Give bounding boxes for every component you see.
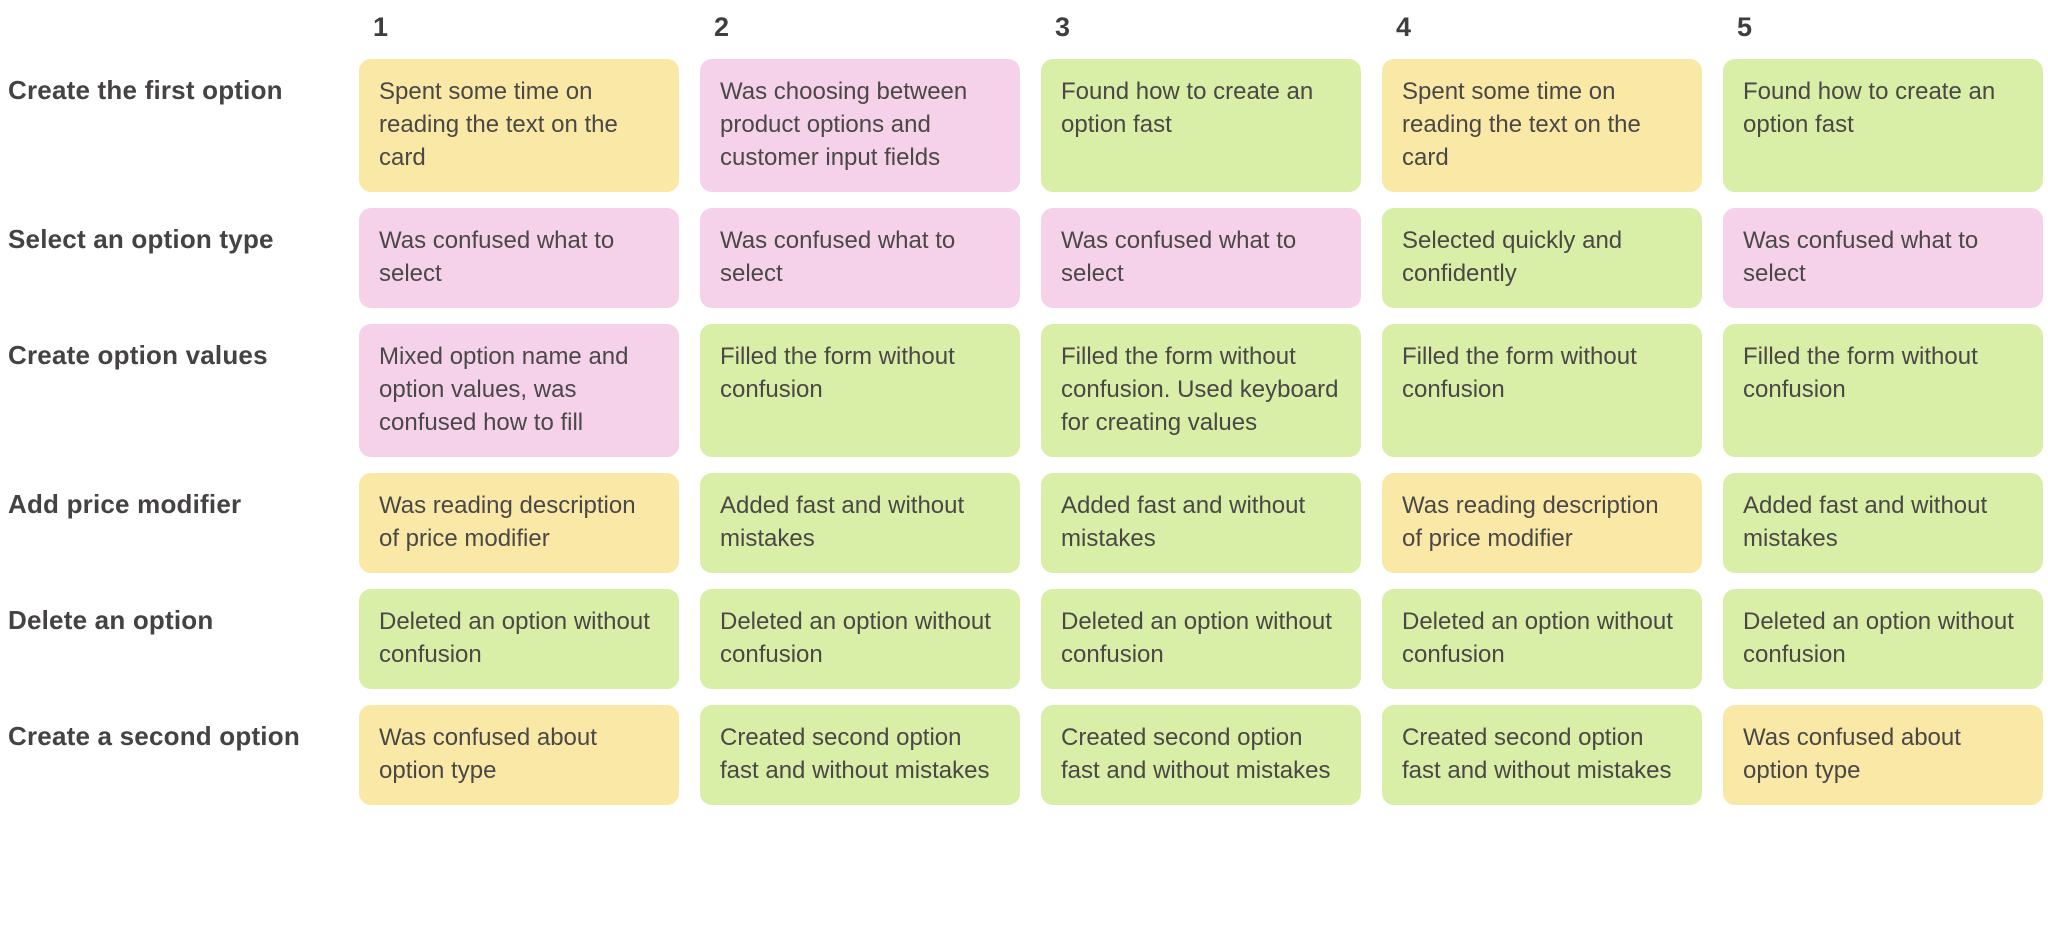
participant-column-header: 2 — [714, 12, 730, 42]
observation-card[interactable]: Deleted an option without confusion — [1382, 589, 1702, 689]
observation-card[interactable]: Was confused about option type — [359, 705, 679, 805]
task-label: Create option values — [8, 340, 268, 370]
task-label: Select an option type — [8, 224, 274, 254]
observation-card[interactable]: Filled the form without confusion — [700, 324, 1020, 457]
observation-card[interactable]: Deleted an option without confusion — [1041, 589, 1361, 689]
observation-card[interactable]: Created second option fast and without m… — [1382, 705, 1702, 805]
observation-card[interactable]: Filled the form without confusion. Used … — [1041, 324, 1361, 457]
observation-card[interactable]: Added fast and without mistakes — [700, 473, 1020, 573]
observation-card[interactable]: Mixed option name and option values, was… — [359, 324, 679, 457]
observation-card[interactable]: Spent some time on reading the text on t… — [1382, 59, 1702, 192]
observation-card[interactable]: Was confused about option type — [1723, 705, 2043, 805]
observation-card[interactable]: Deleted an option without confusion — [1723, 589, 2043, 689]
participant-column-header: 5 — [1737, 12, 1753, 42]
observation-card[interactable]: Was reading description of price modifie… — [359, 473, 679, 573]
observation-card[interactable]: Added fast and without mistakes — [1041, 473, 1361, 573]
observation-card[interactable]: Was choosing between product options and… — [700, 59, 1020, 192]
observation-card[interactable]: Found how to create an option fast — [1723, 59, 2043, 192]
observation-card[interactable]: Deleted an option without confusion — [359, 589, 679, 689]
observation-card[interactable]: Deleted an option without confusion — [700, 589, 1020, 689]
observation-card[interactable]: Was confused what to select — [359, 208, 679, 308]
observation-card[interactable]: Created second option fast and without m… — [700, 705, 1020, 805]
task-label: Create the first option — [8, 75, 283, 105]
participant-column-header: 3 — [1055, 12, 1071, 42]
observation-card[interactable]: Was confused what to select — [1041, 208, 1361, 308]
observation-card[interactable]: Spent some time on reading the text on t… — [359, 59, 679, 192]
observation-card[interactable]: Filled the form without confusion — [1382, 324, 1702, 457]
observation-card[interactable]: Filled the form without confusion — [1723, 324, 2043, 457]
observation-card[interactable]: Added fast and without mistakes — [1723, 473, 2043, 573]
observation-card[interactable]: Created second option fast and without m… — [1041, 705, 1361, 805]
task-label: Delete an option — [8, 605, 214, 635]
corner-spacer — [8, 8, 338, 42]
observation-card[interactable]: Was reading description of price modifie… — [1382, 473, 1702, 573]
observation-card[interactable]: Was confused what to select — [700, 208, 1020, 308]
task-label: Add price modifier — [8, 489, 242, 519]
participant-column-header: 4 — [1396, 12, 1412, 42]
participant-column-header: 1 — [373, 12, 389, 42]
observation-card[interactable]: Selected quickly and confidently — [1382, 208, 1702, 308]
observation-card[interactable]: Found how to create an option fast — [1041, 59, 1361, 192]
observation-card[interactable]: Was confused what to select — [1723, 208, 2043, 308]
task-label: Create a second option — [8, 721, 300, 751]
